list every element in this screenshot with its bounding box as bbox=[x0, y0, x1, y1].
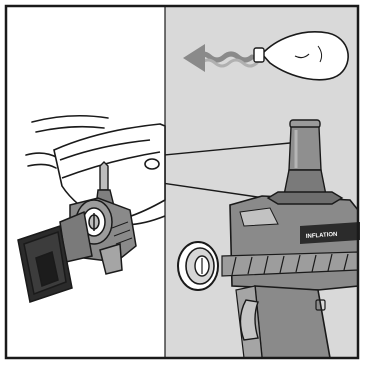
front-outlet bbox=[178, 242, 218, 290]
